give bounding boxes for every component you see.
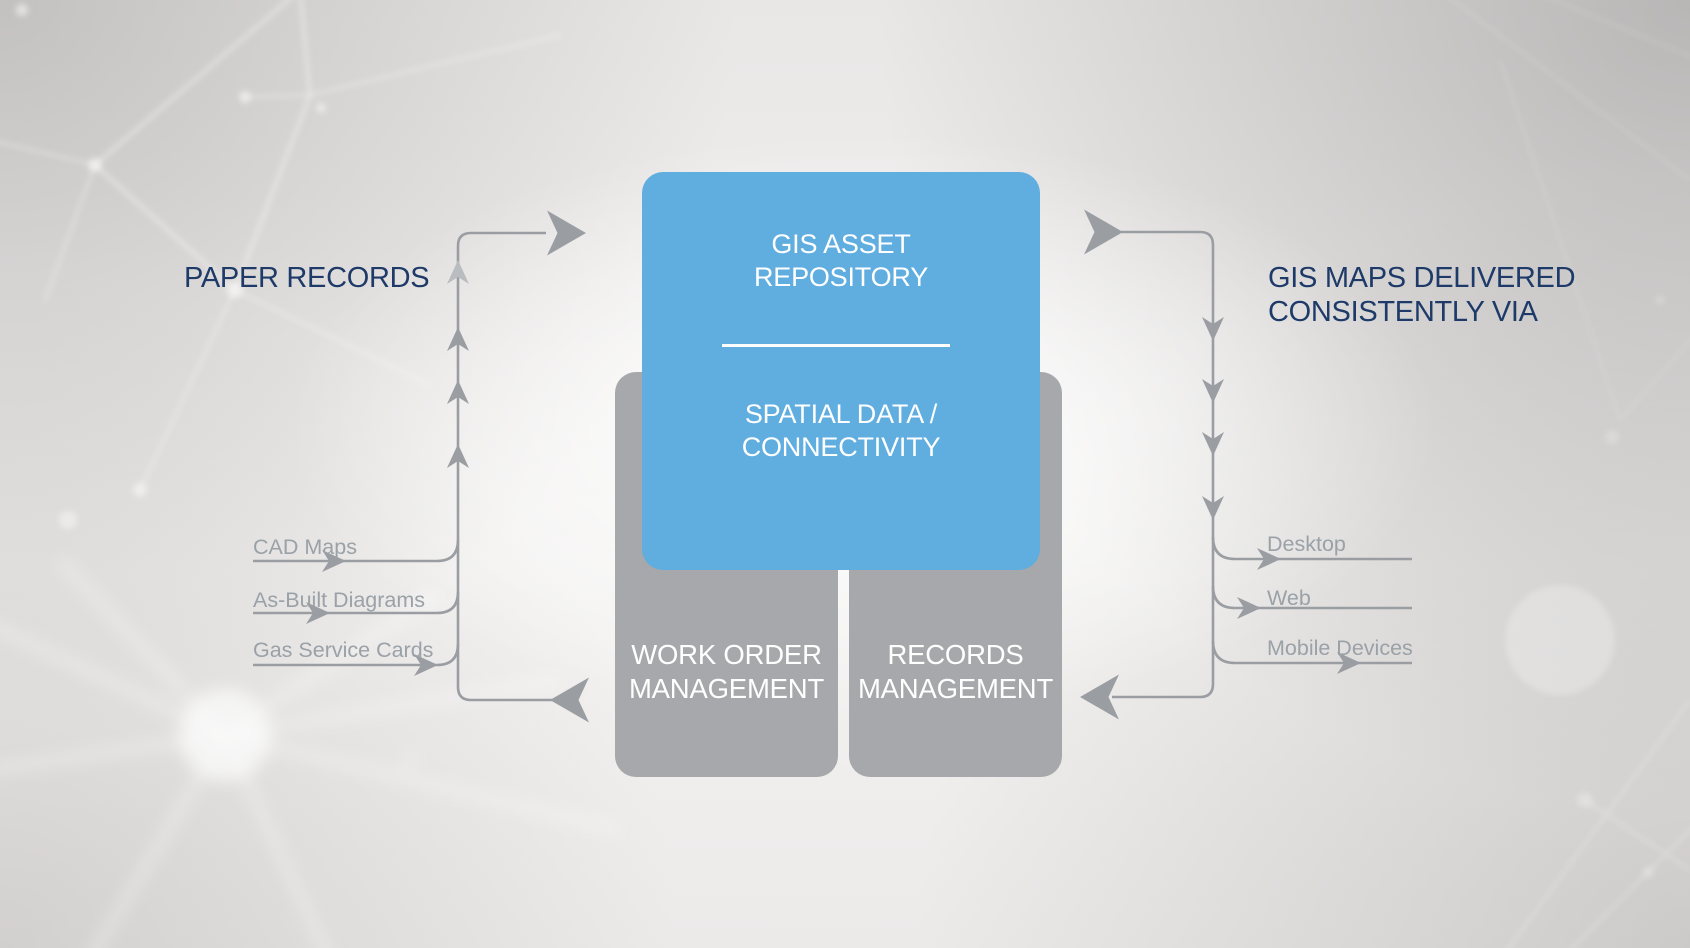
item-web: Web bbox=[1267, 586, 1311, 610]
right-chevron-desktop-icon bbox=[1257, 548, 1281, 570]
repository-title: GIS ASSET REPOSITORY bbox=[642, 228, 1040, 294]
mobile-connector bbox=[1211, 640, 1412, 665]
desktop-connector bbox=[1211, 536, 1412, 561]
right-chevron-gas-icon bbox=[414, 654, 438, 676]
repository-title-line2: REPOSITORY bbox=[753, 262, 929, 292]
records-label-line2: MANAGEMENT bbox=[857, 673, 1054, 704]
down-chevron-icon bbox=[1202, 432, 1224, 456]
mesh-top-left bbox=[0, 0, 561, 529]
repository-subtitle-line2: CONNECTIVITY bbox=[741, 432, 941, 462]
gis-maps-delivered-line1: GIS MAPS DELIVERED bbox=[1268, 262, 1576, 294]
up-chevron-icon bbox=[447, 327, 469, 351]
repository-title-line1: GIS ASSET bbox=[771, 229, 911, 259]
gis-maps-delivered-line2: CONSISTENTLY VIA bbox=[1268, 296, 1538, 328]
down-chevron-icon bbox=[1202, 496, 1224, 520]
left-flow-path bbox=[456, 231, 553, 702]
right-chevron-web-icon bbox=[1237, 597, 1261, 619]
mesh-bottom-left-burst bbox=[0, 557, 621, 948]
right-chevron-cad-icon bbox=[322, 550, 346, 572]
paper-records-title: PAPER RECORDS bbox=[184, 262, 430, 294]
arrowhead-from-work-order-icon bbox=[550, 677, 589, 723]
repository-subtitle-line1: SPATIAL DATA / bbox=[744, 399, 938, 429]
item-cad-maps: CAD Maps bbox=[253, 535, 357, 559]
item-as-built-diagrams: As-Built Diagrams bbox=[253, 588, 426, 612]
mesh-top-right bbox=[1450, 0, 1690, 695]
mesh-bottom-right bbox=[1506, 698, 1690, 948]
up-chevron-icon bbox=[447, 380, 469, 404]
arrowhead-into-records-icon bbox=[1080, 674, 1119, 720]
gis-asset-repository-box bbox=[642, 172, 1040, 570]
right-flow bbox=[1080, 209, 1412, 720]
repository-divider bbox=[722, 344, 950, 347]
work-order-label-line1: WORK ORDER bbox=[631, 639, 822, 670]
arrowhead-from-repository-icon bbox=[1084, 209, 1123, 255]
down-chevron-icon bbox=[1202, 379, 1224, 403]
item-gas-service-cards: Gas Service Cards bbox=[253, 638, 434, 662]
records-label-line1: RECORDS bbox=[887, 639, 1024, 670]
up-chevron-icon bbox=[447, 260, 469, 284]
right-chevron-mobile-icon bbox=[1337, 652, 1361, 674]
right-chevron-asbuilt-icon bbox=[306, 602, 330, 624]
arrowhead-into-repository-icon bbox=[547, 210, 586, 256]
right-flow-path bbox=[1112, 230, 1215, 699]
item-mobile-devices: Mobile Devices bbox=[1267, 636, 1413, 660]
work-order-label: WORK ORDER MANAGEMENT bbox=[615, 638, 838, 706]
up-chevron-icon bbox=[447, 444, 469, 468]
work-order-label-line2: MANAGEMENT bbox=[628, 673, 825, 704]
left-flow bbox=[253, 210, 589, 723]
repository-subtitle: SPATIAL DATA / CONNECTIVITY bbox=[642, 398, 1040, 464]
as-built-connector bbox=[253, 591, 460, 615]
records-label: RECORDS MANAGEMENT bbox=[849, 638, 1062, 706]
cad-maps-connector bbox=[253, 539, 460, 563]
gis-maps-delivered-title: GIS MAPS DELIVERED CONSISTENTLY VIA bbox=[1268, 261, 1576, 329]
item-desktop: Desktop bbox=[1267, 532, 1346, 556]
down-chevron-icon bbox=[1202, 317, 1224, 341]
web-connector bbox=[1211, 585, 1412, 610]
